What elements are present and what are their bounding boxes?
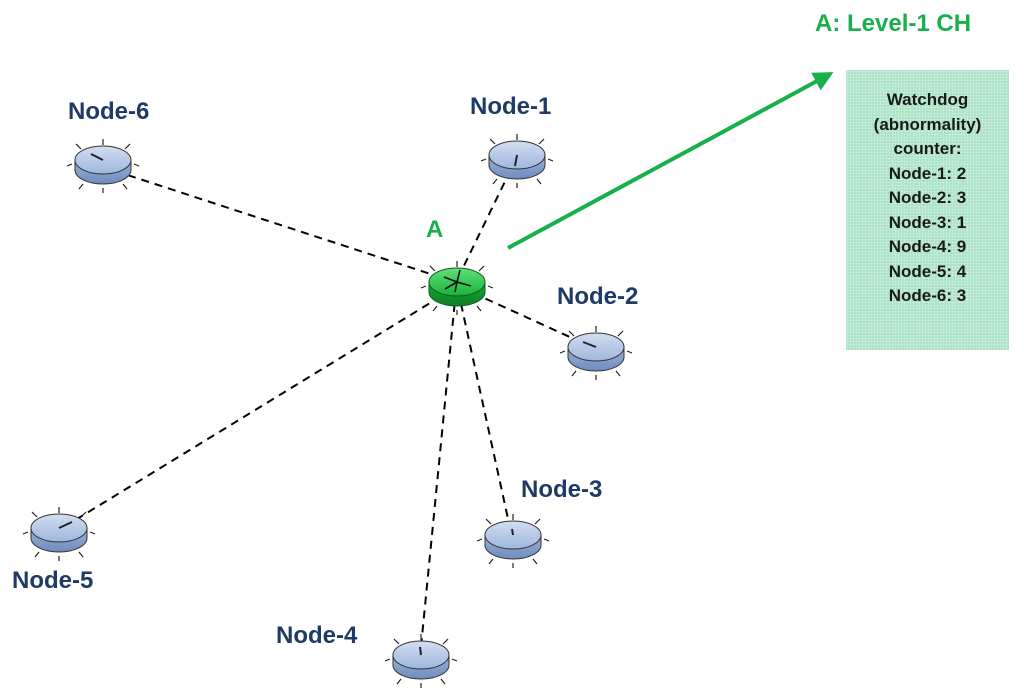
watchdog-count-node-5: Node-5: 4 <box>888 261 967 281</box>
node-3-router-icon <box>476 514 550 568</box>
link-node-4 <box>419 289 457 658</box>
watchdog-counter-box: Watchdog (abnormality) counter: Node-1: … <box>846 70 1009 350</box>
watchdog-count-node-4: Node-4: 9 <box>888 237 967 256</box>
node-5-router-icon <box>22 507 96 561</box>
node-1-router-icon <box>480 134 554 188</box>
watchdog-count-node-2: Node-2: 3 <box>888 188 967 207</box>
link-node-3 <box>457 289 513 538</box>
node-5-label: Node-5 <box>12 567 94 594</box>
node-6-router-icon <box>66 139 140 193</box>
watchdog-count-node-6: Node-6: 3 <box>888 286 967 305</box>
link-node-6 <box>102 166 456 283</box>
node-2-label: Node-2 <box>557 283 639 310</box>
link-node-5 <box>58 288 454 531</box>
watchdog-header-line: counter: <box>893 139 962 158</box>
watchdog-count-node-3: Node-3: 1 <box>888 212 967 232</box>
node-4-label: Node-4 <box>276 622 358 649</box>
hub-to-watchdog-arrow <box>507 72 834 250</box>
node-2-router-icon <box>559 326 633 380</box>
link-node-1 <box>457 162 515 279</box>
watchdog-count-node-1: Node-1: 2 <box>888 163 967 183</box>
watchdog-header-line: Watchdog <box>886 90 969 109</box>
node-4-router-icon <box>384 634 458 688</box>
links <box>58 162 595 658</box>
cluster-head-title: A: Level-1 CH <box>815 10 972 37</box>
hub-label: A <box>426 216 444 243</box>
node-3-label: Node-3 <box>521 476 603 503</box>
hub-a-router-icon <box>420 261 494 315</box>
node-6-label: Node-6 <box>68 98 150 125</box>
link-node-2 <box>459 286 595 349</box>
node-1-label: Node-1 <box>470 93 552 120</box>
watchdog-header-line: (abnormality) <box>873 114 982 134</box>
